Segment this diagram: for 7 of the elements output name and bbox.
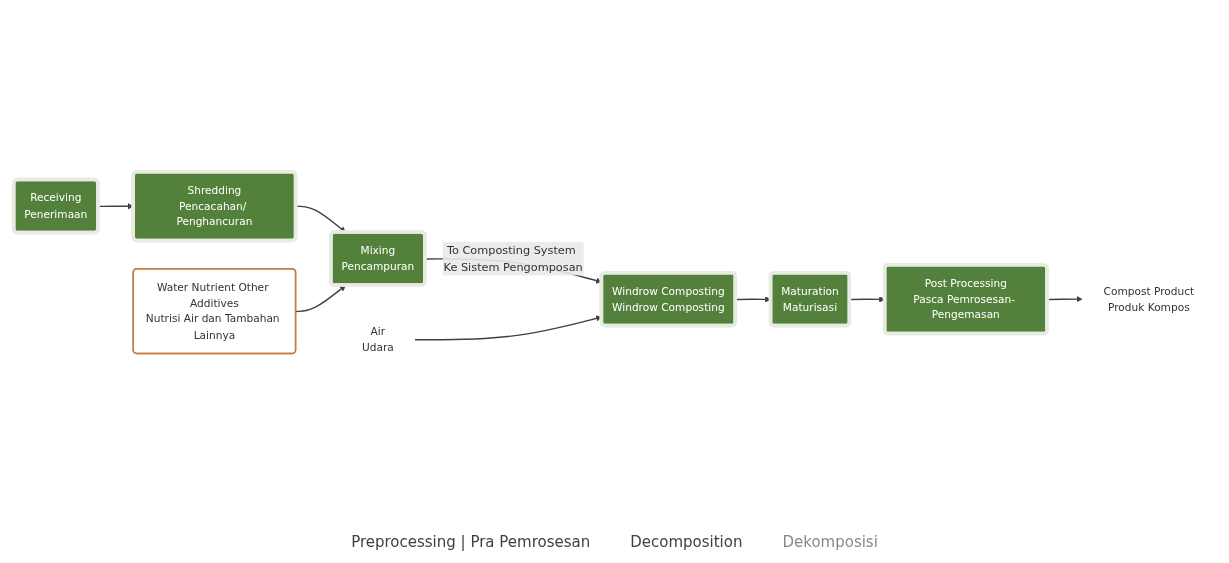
edge-label: To Composting System Ke Sistem Pengomposan (443, 242, 583, 273)
note-label: Decomposition (630, 533, 743, 551)
note-label: Dekomposisi (782, 533, 878, 551)
node-text: Compost Product Produk Kompos (1103, 284, 1195, 313)
node-text: Air Udara (361, 324, 394, 354)
arrow (295, 284, 346, 312)
note-label: Preprocessing | Pra Pemrosesan (351, 533, 591, 551)
